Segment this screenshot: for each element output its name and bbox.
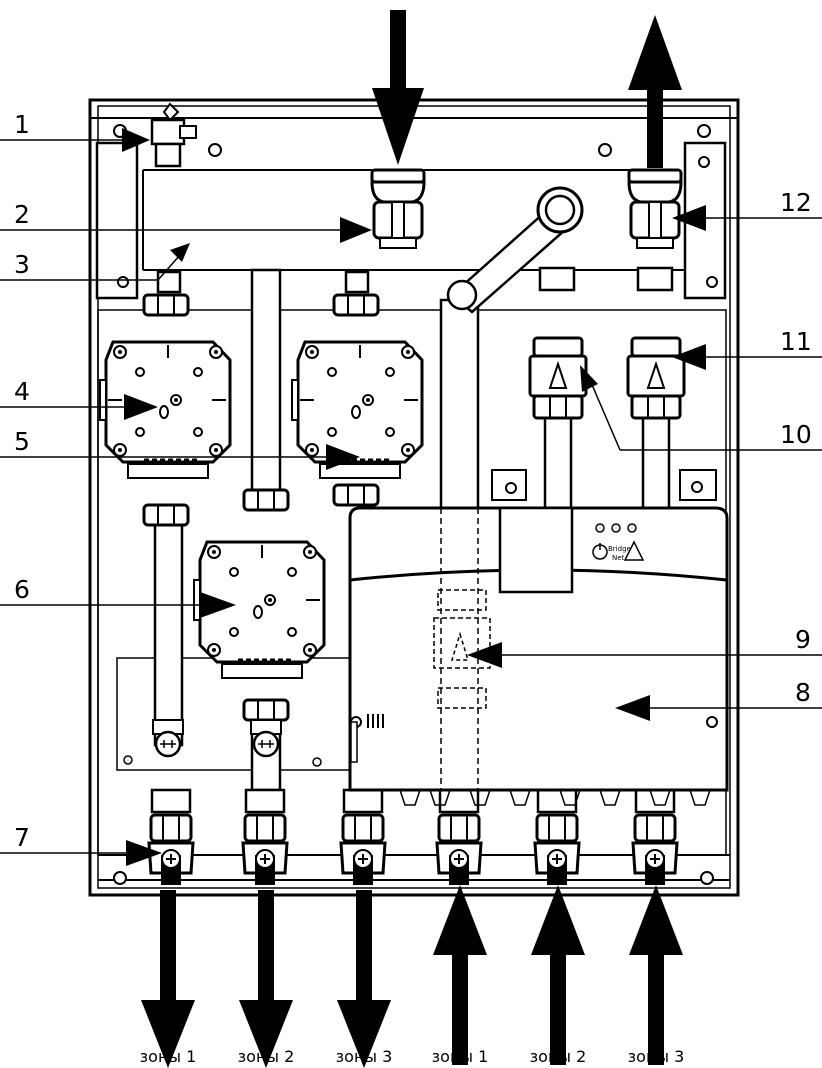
callout-1: 1 — [14, 110, 30, 139]
callout-8: 8 — [795, 678, 811, 707]
led-label-net: Net — [612, 554, 625, 562]
return-valve-12 — [627, 168, 683, 250]
zone-2-outlet-label: зоны 2 — [238, 1047, 295, 1066]
zone-3-outlet-label: зоны 3 — [336, 1047, 393, 1066]
return-outlet-arrow — [628, 15, 682, 168]
callout-5: 5 — [14, 427, 30, 456]
zone-3-outlet-arrow — [337, 890, 391, 1068]
top-fittings — [150, 102, 584, 234]
controller-module-8: Bridge Net — [348, 506, 729, 806]
supply-inlet-arrow — [372, 10, 424, 165]
led-label-bridge: Bridge — [608, 545, 631, 553]
zone-1-outlet-label: зоны 1 — [140, 1047, 197, 1066]
zone-1-outlet-arrow — [141, 890, 195, 1068]
callout-2: 2 — [14, 200, 30, 229]
zone-3-return-arrow — [629, 885, 683, 1065]
flowmeter-11 — [626, 336, 686, 420]
zone-2-return-arrow — [531, 885, 585, 1065]
callout-11: 11 — [780, 327, 812, 356]
zone-1-return-label: зоны 1 — [432, 1047, 489, 1066]
flow-arrows — [141, 10, 683, 1068]
callout-6: 6 — [14, 575, 30, 604]
callout-9: 9 — [795, 625, 811, 654]
zone-3-return-label: зоны 3 — [628, 1047, 685, 1066]
callout-10: 10 — [780, 420, 812, 449]
pump-connection-nuts — [142, 270, 380, 722]
callout-7: 7 — [14, 823, 30, 852]
zone-2-return-label: зоны 2 — [530, 1047, 587, 1066]
supply-valve-2 — [370, 168, 426, 250]
flowmeter-10 — [528, 336, 588, 420]
callout-12: 12 — [780, 188, 812, 217]
callout-4: 4 — [14, 377, 30, 406]
thermometers — [152, 719, 282, 758]
callout-3: 3 — [14, 250, 30, 279]
callout-leaders — [0, 128, 822, 866]
zone-1-return-arrow — [433, 885, 487, 1065]
zone-2-outlet-arrow — [239, 890, 293, 1068]
